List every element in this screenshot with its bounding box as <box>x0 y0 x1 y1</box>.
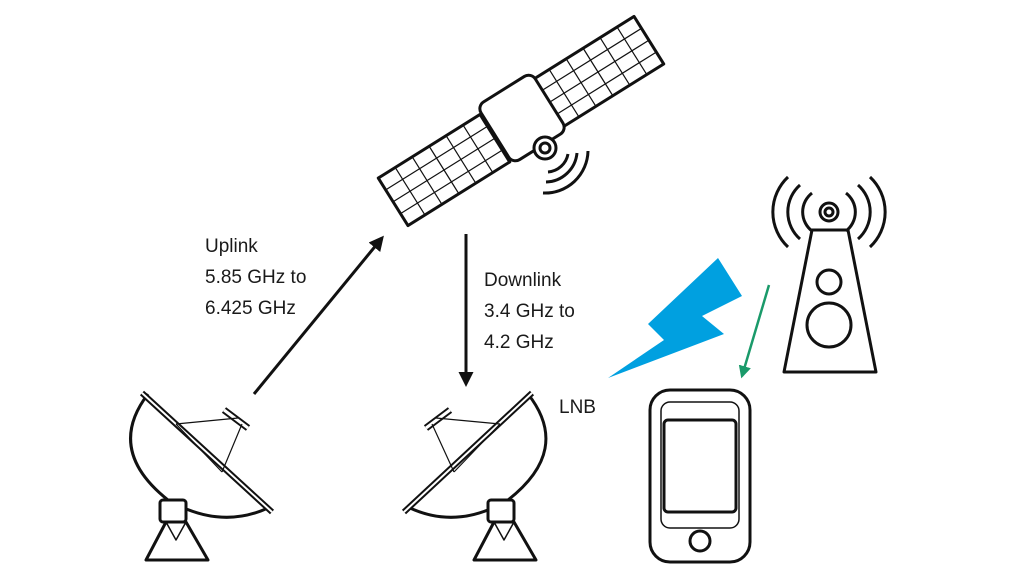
uplink-arrow <box>252 235 384 395</box>
uplink-line-2: 5.85 GHz to <box>205 267 307 288</box>
downlink-line-1: Downlink <box>484 270 562 291</box>
satellite-icon <box>376 14 666 228</box>
downlink-line-3: 4.2 GHz <box>484 332 554 353</box>
tower-to-phone-arrow <box>738 284 771 379</box>
downlink-label: Downlink 3.4 GHz to 4.2 GHz <box>484 265 575 358</box>
lightning-icon <box>608 258 742 378</box>
downlink-line-2: 3.4 GHz to <box>484 301 575 322</box>
smartphone-icon <box>648 388 752 564</box>
downlink-dish-icon <box>401 390 548 562</box>
lnb-label: LNB <box>559 397 596 418</box>
uplink-dish-icon <box>129 390 275 562</box>
uplink-line-1: Uplink <box>205 236 258 257</box>
cell-tower-icon <box>771 175 887 374</box>
uplink-label: Uplink 5.85 GHz to 6.425 GHz <box>205 231 306 324</box>
uplink-line-3: 6.425 GHz <box>205 298 296 319</box>
